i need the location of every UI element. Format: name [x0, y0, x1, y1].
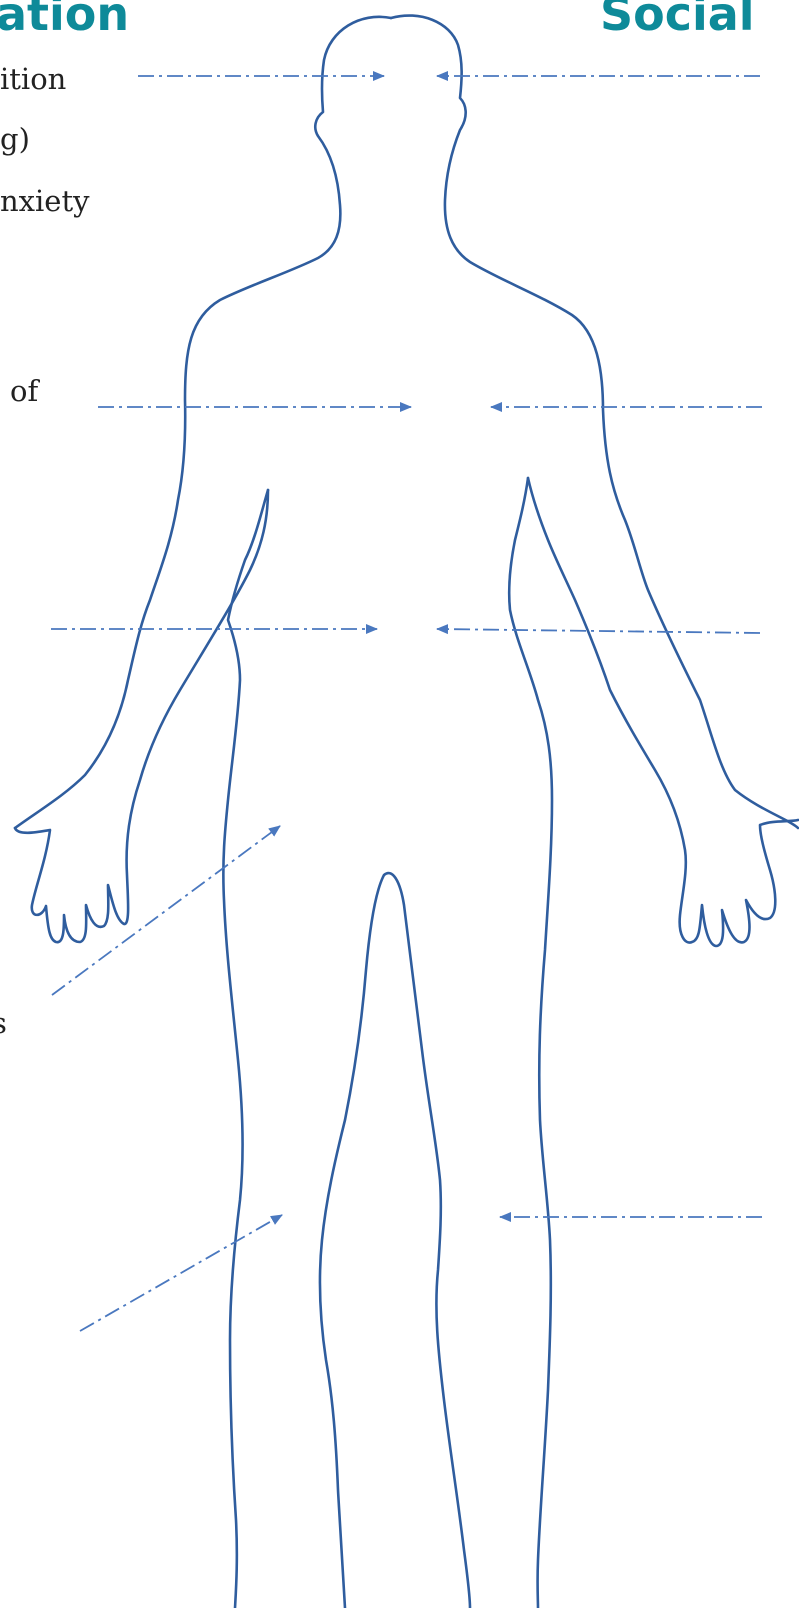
arrow-abdomen-right — [437, 629, 760, 633]
right-side-torso-arm — [528, 478, 798, 946]
head-neck-torso-outline — [391, 16, 798, 828]
torso-left-side — [15, 17, 391, 828]
arrows — [51, 76, 762, 1331]
arrow-knee-diagonal — [80, 1215, 282, 1331]
crotch-inner-legs — [320, 873, 470, 1608]
right-inner-arm-leg — [509, 478, 552, 1608]
left-hand — [15, 490, 268, 942]
left-inner-arm — [223, 490, 268, 1608]
human-body-outline-icon — [15, 16, 798, 1608]
